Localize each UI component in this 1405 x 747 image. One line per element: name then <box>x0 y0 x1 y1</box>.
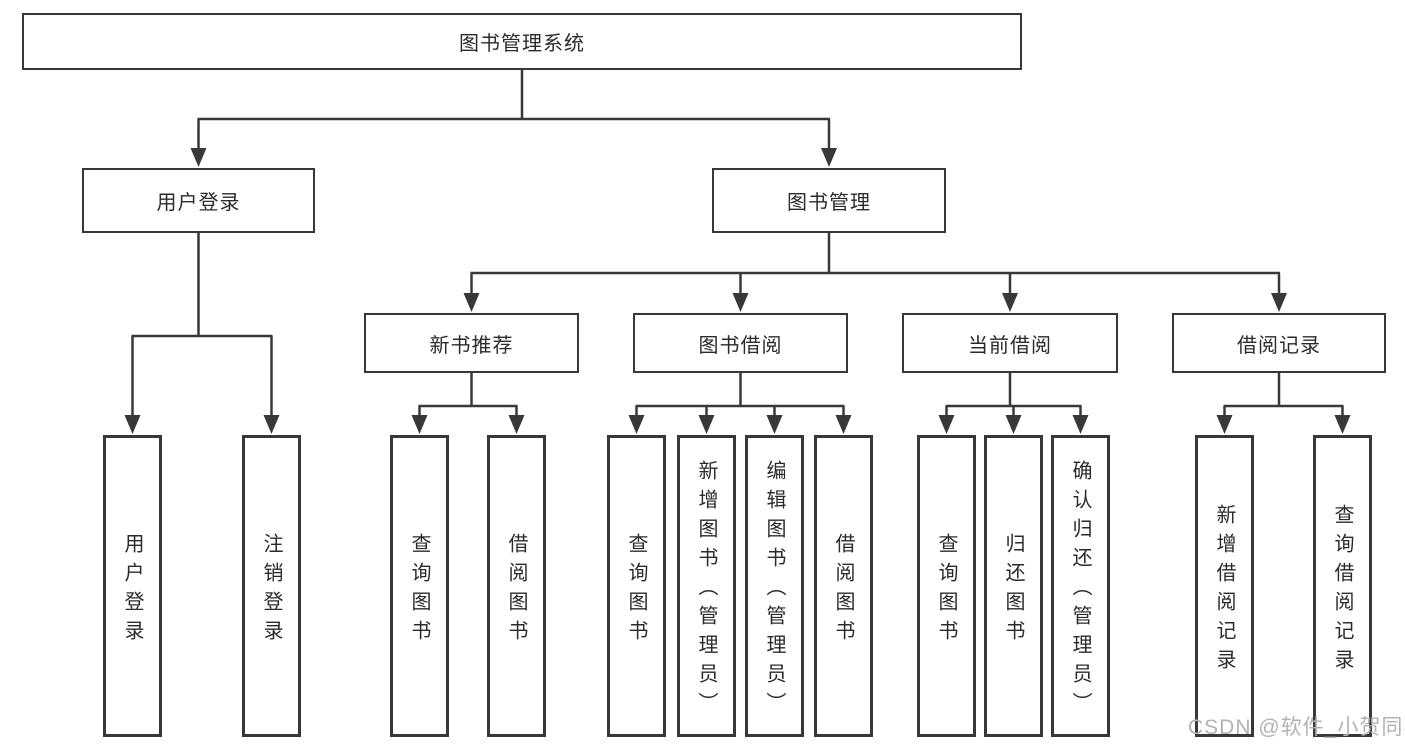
leaf-label: 借阅图书 <box>505 532 527 649</box>
leaf-label: 注销登录 <box>260 532 282 649</box>
arrow-down-icon <box>1002 293 1018 312</box>
arrow-down-icon <box>463 293 480 312</box>
leaf-edit-book-admin: 编辑图书（管理员） <box>745 435 804 737</box>
arrow-down-icon <box>124 415 141 434</box>
leaf-label: 查询借阅记录 <box>1331 503 1353 678</box>
node-current-borrowing: 当前借阅 <box>902 313 1118 373</box>
arrow-down-icon <box>263 415 280 434</box>
arrow-down-icon <box>411 415 428 434</box>
node-user-login: 用户登录 <box>82 168 315 233</box>
leaf-logout: 注销登录 <box>242 435 301 737</box>
arrow-down-icon <box>938 415 955 434</box>
arrow-down-icon <box>732 293 749 312</box>
leaf-query-books-recommend: 查询图书 <box>390 435 449 737</box>
arrow-down-icon <box>766 415 783 434</box>
node-borrowing-records: 借阅记录 <box>1172 313 1386 373</box>
arrow-down-icon <box>1334 415 1351 434</box>
leaf-label: 归还图书 <box>1002 532 1024 649</box>
arrow-down-icon <box>1005 415 1022 434</box>
leaf-add-borrow-record: 新增借阅记录 <box>1195 435 1254 737</box>
arrow-down-icon <box>628 415 645 434</box>
leaf-label: 查询图书 <box>408 532 430 649</box>
leaf-user-login: 用户登录 <box>103 435 162 737</box>
leaf-add-book-admin: 新增图书（管理员） <box>677 435 736 737</box>
node-book-borrowing: 图书借阅 <box>633 313 848 373</box>
node-book-management: 图书管理 <box>712 168 946 233</box>
leaf-borrow-books: 借阅图书 <box>814 435 873 737</box>
arrow-down-icon <box>508 415 525 434</box>
arrow-down-icon <box>698 415 715 434</box>
leaf-borrow-books-recommend: 借阅图书 <box>487 435 546 737</box>
arrow-down-icon <box>835 415 852 434</box>
leaf-query-borrow-record: 查询借阅记录 <box>1313 435 1372 737</box>
watermark: CSDN @软件_小贺同学 <box>1188 716 1405 739</box>
leaf-confirm-return-admin: 确认归还（管理员） <box>1051 435 1110 737</box>
arrow-down-icon <box>1072 415 1089 434</box>
node-new-book-recommend: 新书推荐 <box>364 313 579 373</box>
leaf-label: 查询图书 <box>935 532 957 649</box>
leaf-label: 新增图书（管理员） <box>695 460 717 721</box>
leaf-label: 确认归还（管理员） <box>1069 460 1091 721</box>
arrow-down-icon <box>1271 293 1287 312</box>
leaf-label: 查询图书 <box>625 532 647 649</box>
leaf-query-books-current: 查询图书 <box>917 435 976 737</box>
node-root: 图书管理系统 <box>22 13 1022 70</box>
arrow-down-icon <box>821 148 837 167</box>
leaf-label: 借阅图书 <box>832 532 854 649</box>
leaf-query-books-borrowing: 查询图书 <box>607 435 666 737</box>
leaf-label: 用户登录 <box>121 532 143 649</box>
arrow-down-icon <box>1216 415 1233 434</box>
leaf-label: 新增借阅记录 <box>1213 503 1235 678</box>
arrow-down-icon <box>190 148 207 167</box>
leaf-label: 编辑图书（管理员） <box>763 460 785 721</box>
leaf-return-book: 归还图书 <box>984 435 1043 737</box>
